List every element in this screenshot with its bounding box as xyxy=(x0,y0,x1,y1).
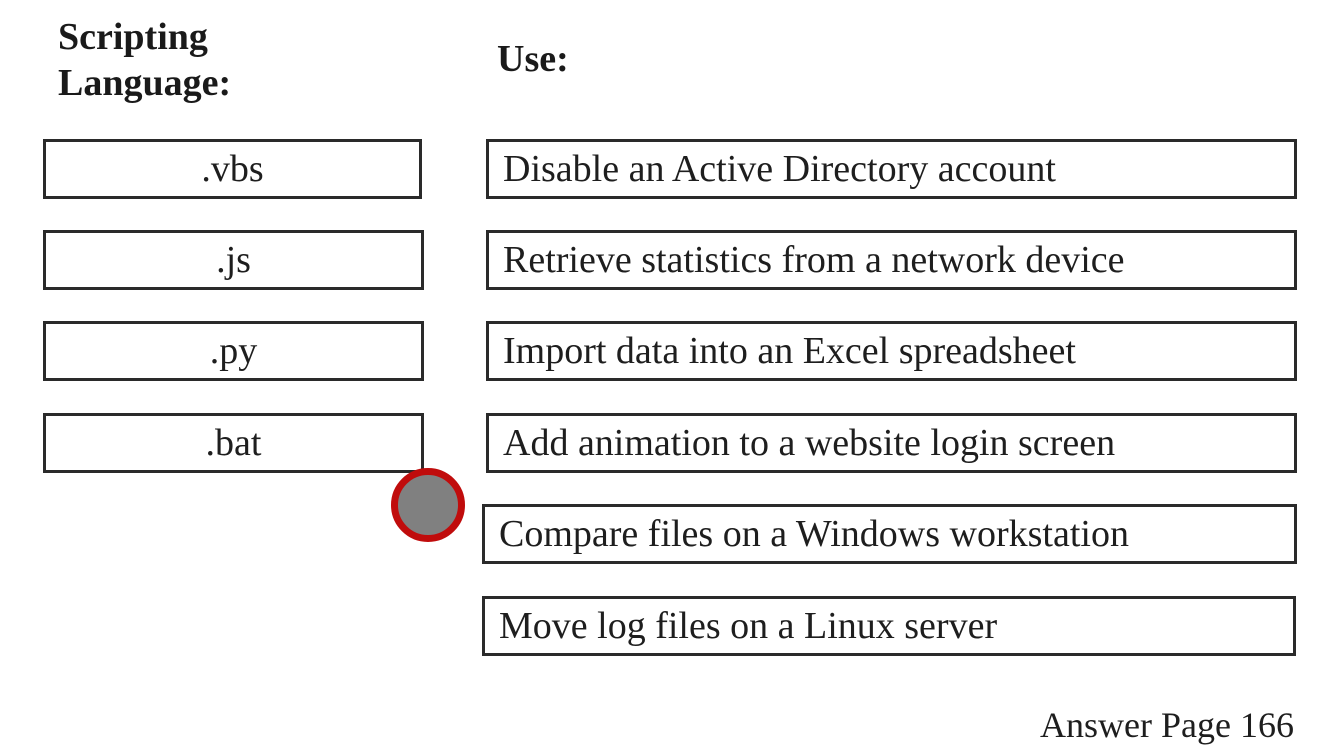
answer-page-reference: Answer Page 166 xyxy=(1040,705,1294,745)
scripting-language-heading: Scripting Language: xyxy=(58,14,358,106)
use-item-move-linux-logs[interactable]: Move log files on a Linux server xyxy=(482,596,1296,656)
scripting-language-heading-line1: Scripting xyxy=(58,16,208,58)
use-heading: Use: xyxy=(497,38,569,80)
use-item-add-login-animation[interactable]: Add animation to a website login screen xyxy=(486,413,1297,473)
scripting-language-heading-line2: Language: xyxy=(58,62,232,104)
drag-handle-circle-icon[interactable] xyxy=(391,468,465,542)
use-item-disable-ad-account[interactable]: Disable an Active Directory account xyxy=(486,139,1297,199)
use-item-compare-windows-files[interactable]: Compare files on a Windows workstation xyxy=(482,504,1297,564)
use-item-import-excel-data[interactable]: Import data into an Excel spreadsheet xyxy=(486,321,1297,381)
language-item-js[interactable]: .js xyxy=(43,230,424,290)
language-item-vbs[interactable]: .vbs xyxy=(43,139,422,199)
language-item-py[interactable]: .py xyxy=(43,321,424,381)
use-item-retrieve-network-stats[interactable]: Retrieve statistics from a network devic… xyxy=(486,230,1297,290)
language-item-bat[interactable]: .bat xyxy=(43,413,424,473)
